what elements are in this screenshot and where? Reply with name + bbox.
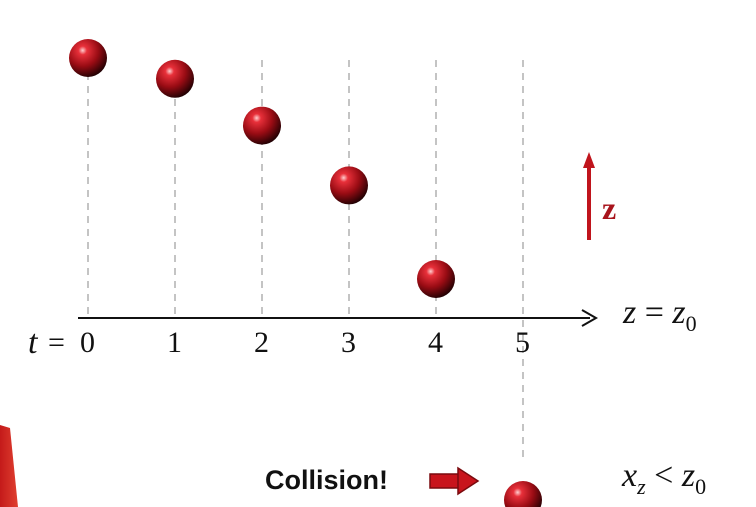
collision-condition: xz < z0	[622, 457, 706, 500]
collision-arrow-shaft	[429, 473, 461, 489]
tick-label-3: 3	[341, 326, 356, 359]
boundary-rhs-sub: 0	[685, 311, 697, 336]
condition-op: <	[654, 457, 674, 494]
ball-t1	[156, 59, 194, 98]
condition-lhs-sub: z	[637, 474, 646, 499]
collision-arrow	[429, 466, 480, 496]
t-variable: t	[28, 324, 38, 361]
balls-layer	[69, 39, 542, 507]
condition-rhs-sub: 0	[695, 474, 707, 499]
condition-lhs-base: x	[622, 457, 638, 494]
tick-label-0: 0	[80, 326, 95, 359]
tick-label-2: 2	[254, 326, 269, 359]
ball-t4	[417, 260, 455, 298]
ball-t5	[504, 481, 542, 507]
collision-label: Collision!	[265, 465, 388, 495]
boundary-rhs-base: z	[672, 294, 686, 331]
time-axis	[78, 309, 599, 327]
decorative-corner	[0, 425, 18, 507]
time-guides	[87, 60, 524, 462]
condition-rhs-base: z	[681, 457, 696, 494]
tick-label-1: 1	[167, 326, 182, 359]
ball-t2	[243, 106, 281, 145]
t-equals: =	[48, 326, 65, 359]
z-direction-label: z	[602, 190, 617, 226]
tick-label-4: 4	[428, 326, 443, 359]
boundary-lhs: z	[623, 294, 637, 331]
tick-label-5: 5	[515, 326, 530, 359]
time-axis-arrowhead	[581, 309, 599, 327]
collision-arrow-head	[457, 466, 480, 496]
ball-t3	[330, 166, 368, 205]
ball-t0	[69, 39, 107, 77]
boundary-op: =	[644, 294, 664, 331]
boundary-equation: z = z0	[623, 294, 697, 337]
z-arrow-head	[583, 152, 595, 168]
z-direction-arrow	[583, 152, 595, 240]
